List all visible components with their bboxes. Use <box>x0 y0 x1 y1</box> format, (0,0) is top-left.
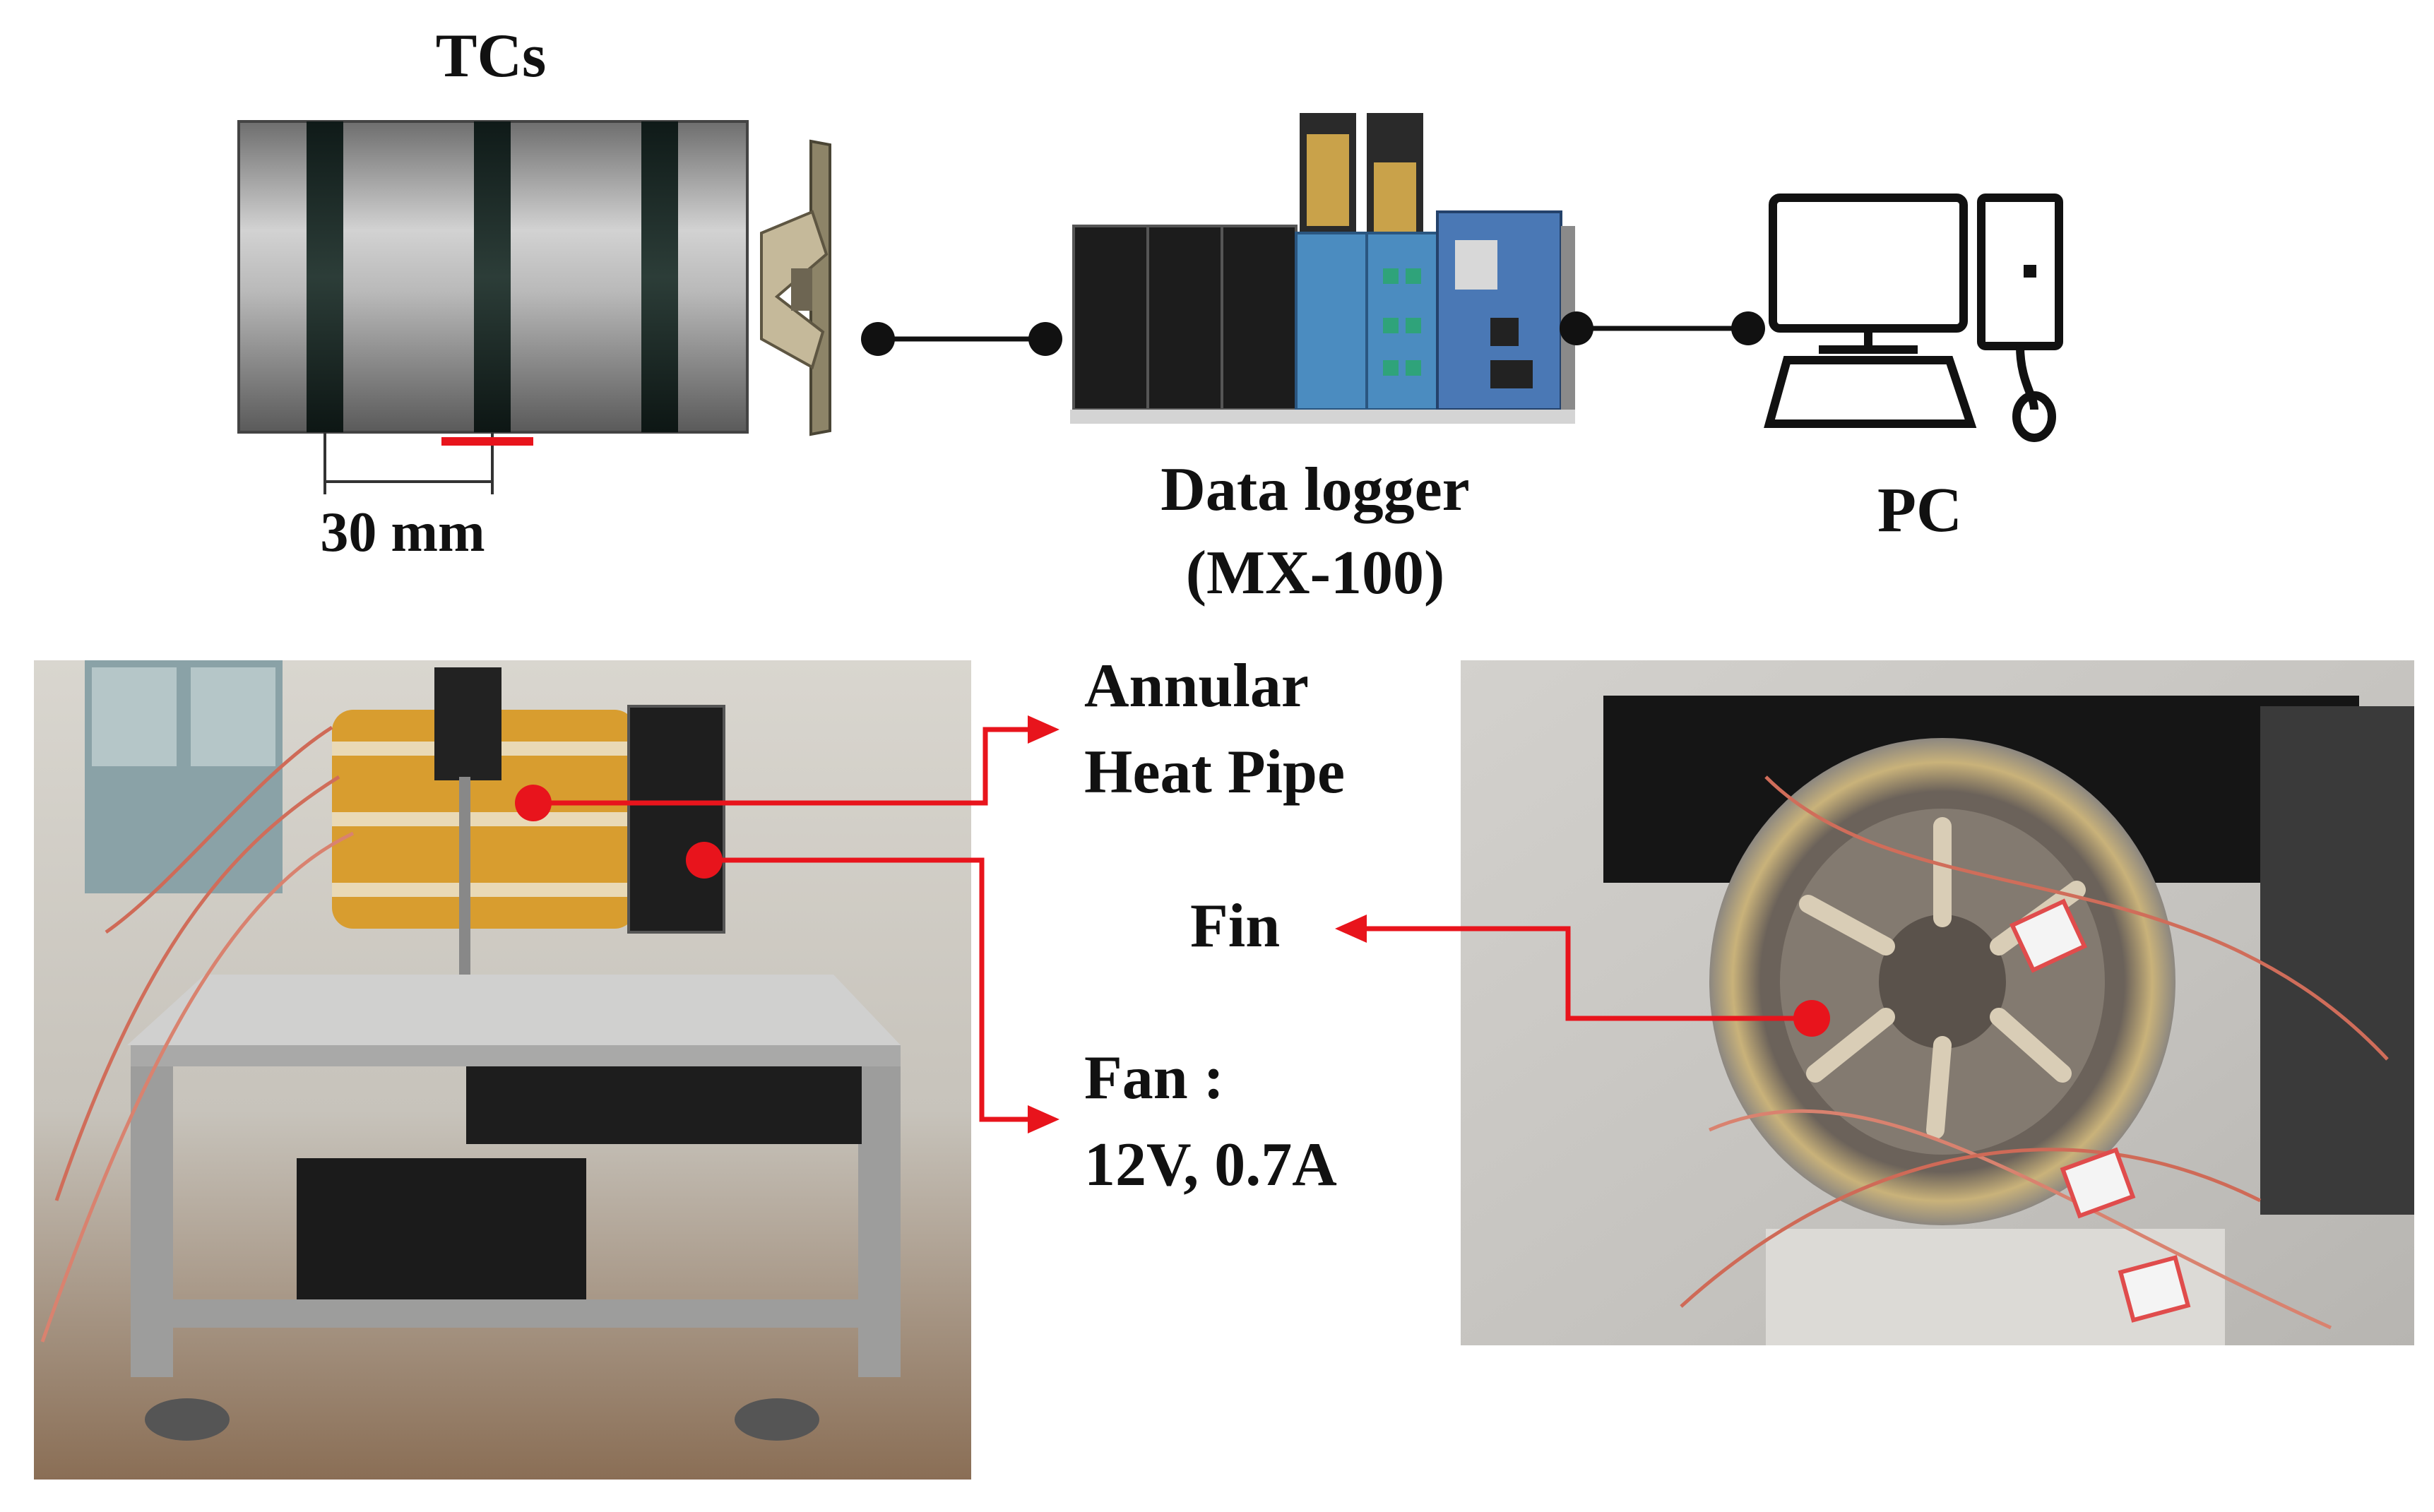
fin-callout <box>1335 915 1830 1037</box>
thermocouple-band <box>307 121 343 432</box>
pc-label: PC <box>1877 475 1962 545</box>
desktop-computer-icon <box>1764 194 2063 442</box>
connector-logger-pc <box>1560 311 1765 345</box>
spacing-label: 30 mm <box>320 501 485 564</box>
heat-pipe-end-photo <box>1461 660 2414 1345</box>
annular-heat-pipe-callout <box>515 715 1059 821</box>
thermocouple-band <box>474 121 511 432</box>
data-logger-model-label: (MX-100) <box>1186 539 1445 607</box>
thermocouple-band <box>641 121 678 432</box>
annular-heat-pipe-label-line2: Heat Pipe <box>1084 738 1345 806</box>
fan-callout <box>686 842 1059 1133</box>
setup-side-photo <box>34 660 971 1480</box>
tcs-label: TCs <box>436 22 547 90</box>
heat-pipe-schematic <box>237 120 749 434</box>
data-logger-icon <box>1070 113 1575 424</box>
spacing-dimension <box>323 432 533 494</box>
fan-spec-label: 12V, 0.7A <box>1084 1131 1337 1199</box>
data-logger-label: Data logger <box>1160 456 1469 524</box>
connector-pipe-logger <box>861 322 1062 356</box>
fan-icon <box>760 139 831 436</box>
annular-heat-pipe-label: Annular <box>1084 652 1309 720</box>
fan-label: Fan : <box>1084 1044 1224 1112</box>
fin-label: Fin <box>1190 892 1280 960</box>
